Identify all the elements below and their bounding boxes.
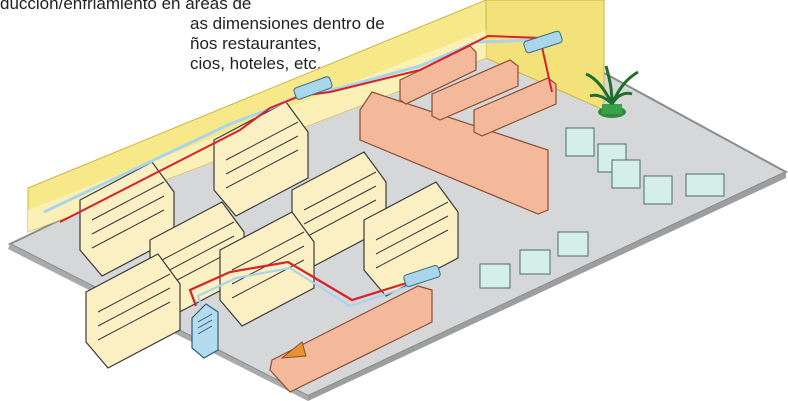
- air-conditioner-indoor-unit-icon: [293, 76, 333, 100]
- seating-area: [479, 127, 725, 289]
- refrigerant-pipe-blue-lower: [196, 266, 411, 309]
- caption-text: ducción/enfriamiento en áreas de as dime…: [0, 0, 420, 74]
- front-refrigeration-counter: [269, 285, 433, 393]
- refrigeration-counter-icon: [280, 341, 307, 359]
- shelving-unit: [85, 253, 181, 369]
- long-counter-back: [359, 91, 549, 215]
- counter-back-row-2: [431, 59, 519, 121]
- air-conditioner-indoor-unit-icon: [523, 30, 563, 54]
- refrigerant-pipe-red: [59, 34, 553, 223]
- shelving-unit: [219, 211, 315, 327]
- caption-line-4: cios, hoteles, etc.: [190, 54, 322, 73]
- caption-line-3: ños restaurantes,: [190, 34, 322, 53]
- outdoor-condensing-unit-icon: [191, 303, 219, 359]
- potted-plant-icon: [585, 65, 639, 118]
- refrigerant-pipe-red-lower: [188, 260, 411, 307]
- caption-line-1: ducción/enfriamiento en áreas de: [0, 0, 252, 13]
- air-conditioner-indoor-unit-icon: [403, 265, 441, 287]
- floor-edge-right: [308, 172, 786, 401]
- caption-line-2: as dimensiones dentro de: [190, 14, 385, 33]
